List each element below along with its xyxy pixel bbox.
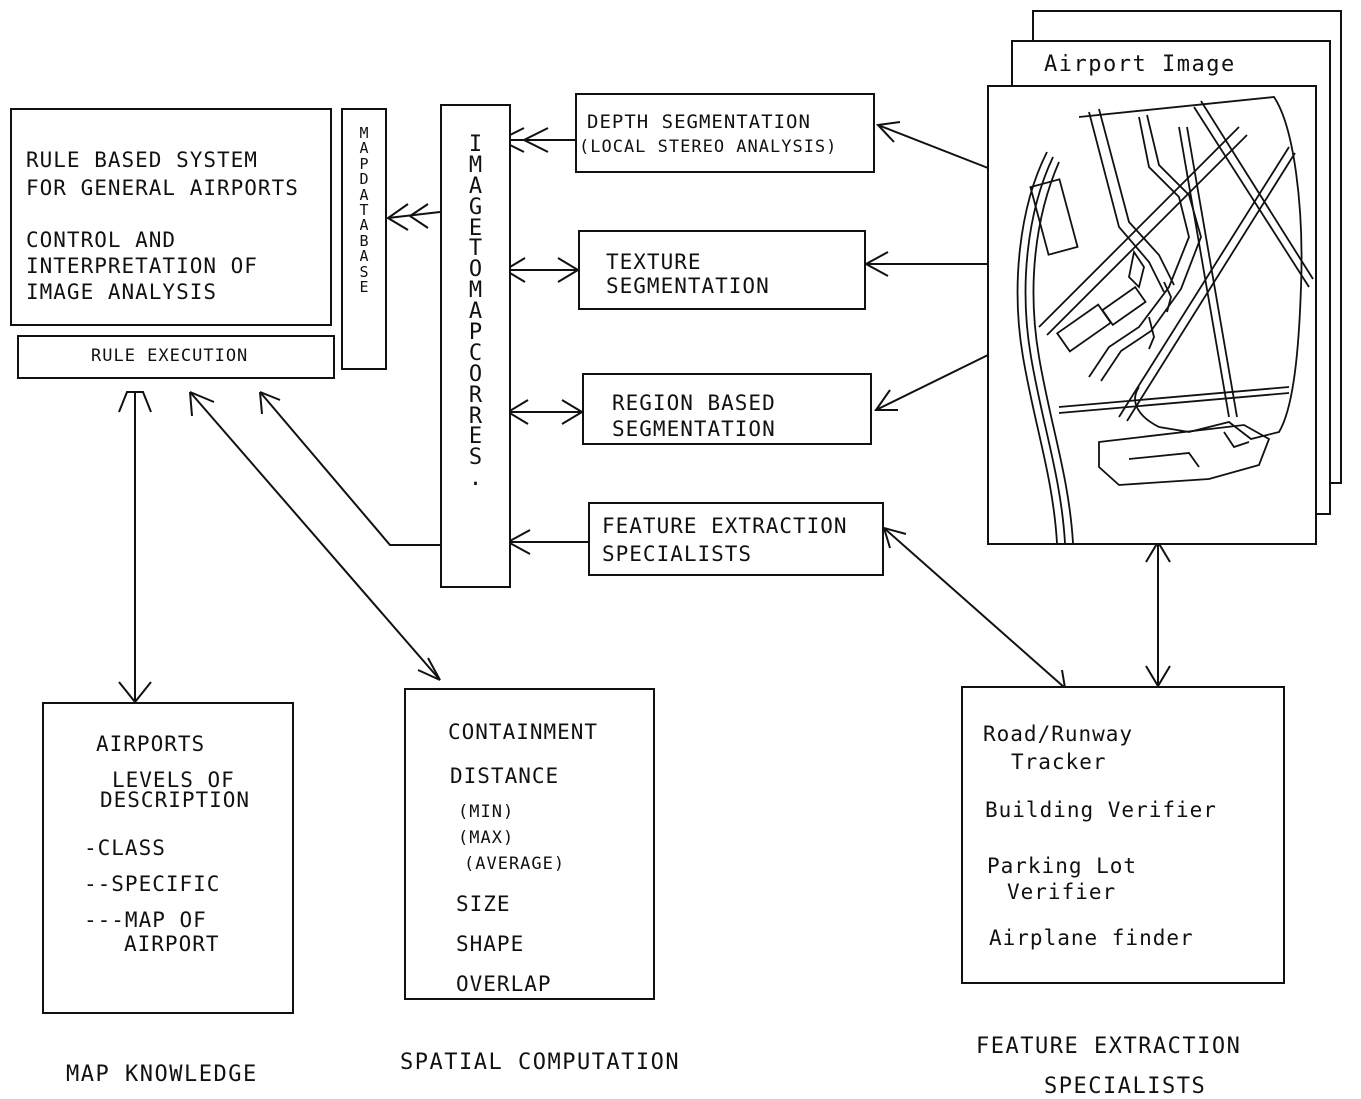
arrow-image-region <box>875 354 989 411</box>
rule-system-box: RULE BASED SYSTEM FOR GENERAL AIRPORTS C… <box>10 108 332 326</box>
airport-map-drawing <box>1016 96 1314 543</box>
vertical-letter: D <box>359 170 369 189</box>
region-segmentation-box: REGION BASED SEGMENTATION <box>582 373 872 445</box>
specialist-road-runway: Road/Runway <box>983 722 1134 746</box>
specialist-parking-lot: Parking Lot <box>987 854 1138 878</box>
spatial-shape: SHAPE <box>456 932 525 956</box>
vertical-letter: C <box>468 340 483 366</box>
vertical-letter: T <box>468 236 483 262</box>
vertical-letter: A <box>468 299 483 325</box>
map-knowledge-specific: --SPECIFIC <box>84 872 221 896</box>
spatial-size: SIZE <box>456 892 511 916</box>
vertical-letter: R <box>468 382 483 408</box>
map-knowledge-box: AIRPORTS LEVELS OF DESCRIPTION -CLASS --… <box>42 702 294 1014</box>
airport-image-front <box>987 85 1317 545</box>
airport-image-title: Airport Image <box>1044 52 1236 77</box>
arrow-corres-mapdb <box>387 211 441 219</box>
vertical-letter: M <box>359 124 369 142</box>
spatial-overlap: OVERLAP <box>456 972 552 996</box>
rule-execution-label: RULE EXECUTION <box>91 346 249 366</box>
rule-system-title-1: RULE BASED SYSTEM <box>26 148 258 172</box>
specialist-building-verifier: Building Verifier <box>985 798 1217 822</box>
spatial-containment: CONTAINMENT <box>448 720 599 744</box>
vertical-letter: A <box>359 216 369 235</box>
map-knowledge-caption: MAP KNOWLEDGE <box>66 1062 258 1087</box>
vertical-letter: S <box>359 262 369 281</box>
vertical-letter: A <box>468 173 483 199</box>
map-knowledge-description: DESCRIPTION <box>100 788 251 812</box>
vertical-letter: M <box>468 278 483 304</box>
specialists-caption-2: SPECIALISTS <box>1044 1074 1207 1099</box>
vertical-letter: T <box>359 200 369 219</box>
texture-segmentation-line-1: TEXTURE <box>606 250 702 274</box>
region-segmentation-line-1: REGION BASED <box>612 391 776 415</box>
vertical-letter: M <box>468 152 483 178</box>
map-knowledge-airports: AIRPORTS <box>96 732 206 756</box>
arrow-rule-spatial <box>189 391 441 681</box>
rule-execution-box: RULE EXECUTION <box>17 335 335 379</box>
region-segmentation-line-2: SEGMENTATION <box>612 417 776 441</box>
rule-system-title-2: FOR GENERAL AIRPORTS <box>26 176 299 200</box>
vertical-letter: O <box>468 361 483 387</box>
feature-extraction-line-1: FEATURE EXTRACTION <box>602 514 848 538</box>
vertical-letter: A <box>359 247 369 266</box>
specialist-airplane-finder: Airplane finder <box>989 926 1194 950</box>
specialists-caption-1: FEATURE EXTRACTION <box>976 1034 1242 1059</box>
texture-segmentation-line-2: SEGMENTATION <box>606 274 770 298</box>
arrow-corres-rule <box>259 391 453 546</box>
vertical-letter: R <box>468 403 483 429</box>
vertical-letter: . <box>468 466 483 492</box>
map-knowledge-levels: LEVELS OF <box>112 768 235 792</box>
texture-segmentation-box: TEXTURE SEGMENTATION <box>578 230 866 310</box>
map-knowledge-map-of: ---MAP OF <box>84 908 207 932</box>
depth-segmentation-line-1: DEPTH SEGMENTATION <box>587 111 811 133</box>
spatial-max: (MAX) <box>458 828 515 848</box>
vertical-letter: E <box>359 277 369 296</box>
specialist-verifier: Verifier <box>1007 880 1117 904</box>
spatial-distance: DISTANCE <box>450 764 560 788</box>
vertical-letter: A <box>359 185 369 204</box>
feature-extraction-box: FEATURE EXTRACTION SPECIALISTS <box>588 502 884 576</box>
rule-system-control-2: INTERPRETATION OF <box>26 254 258 278</box>
depth-segmentation-box: DEPTH SEGMENTATION (LOCAL STEREO ANALYSI… <box>575 93 875 173</box>
map-knowledge-airport: AIRPORT <box>124 932 220 956</box>
vertical-letter: G <box>468 194 483 220</box>
vertical-letter: A <box>359 139 369 158</box>
vertical-letter: S <box>468 445 483 471</box>
arrow-specialists-feature <box>883 527 1066 689</box>
vertical-letter: P <box>359 154 369 173</box>
feature-extraction-line-2: SPECIALISTS <box>602 542 753 566</box>
vertical-letter: B <box>359 231 369 250</box>
spatial-computation-caption: SPATIAL COMPUTATION <box>400 1050 681 1075</box>
map-knowledge-class: -CLASS <box>84 836 166 860</box>
vertical-letter: P <box>468 320 483 346</box>
specialist-tracker: Tracker <box>1011 750 1107 774</box>
arrow-image-depth <box>877 124 989 169</box>
vertical-letter: I <box>468 132 483 157</box>
vertical-letter: O <box>468 257 483 283</box>
spatial-average: (AVERAGE) <box>464 854 566 874</box>
rule-system-control-3: IMAGE ANALYSIS <box>26 280 218 304</box>
specialists-box: Road/Runway Tracker Building Verifier Pa… <box>961 686 1285 984</box>
spatial-computation-box: CONTAINMENT DISTANCE (MIN) (MAX) (AVERAG… <box>404 688 655 1000</box>
vertical-letter: E <box>468 424 483 450</box>
rule-system-control-1: CONTROL AND <box>26 228 177 252</box>
vertical-letter: E <box>468 215 483 241</box>
spatial-min: (MIN) <box>458 802 515 822</box>
depth-segmentation-line-2: (LOCAL STEREO ANALYSIS) <box>579 137 838 157</box>
